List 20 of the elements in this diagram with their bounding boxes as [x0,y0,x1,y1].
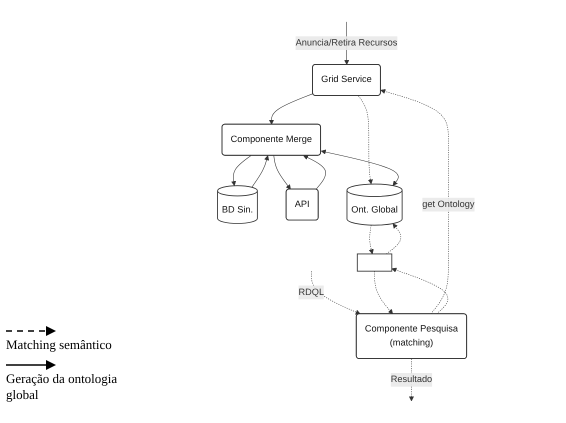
arrow [268,93,314,125]
arrow [320,150,399,186]
legend-text: Geração da ontologia global [6,371,118,402]
arrow [374,270,394,314]
arrow [252,155,270,188]
edge-label: Resultado [390,374,432,384]
arrow [380,89,449,314]
arrow [231,155,252,186]
arrow [303,155,326,190]
arrow [386,223,402,254]
arrow [274,155,291,190]
edge-label: Anuncia/Retira Recursos [296,38,398,48]
arrow [311,270,361,314]
edge-label: RDQL [298,287,324,298]
arrow [392,268,448,314]
edge-label: get Ontology [422,199,474,210]
arrow [368,224,374,254]
node-box [356,254,392,272]
arrow [358,95,373,184]
legend-text: Matching semântico [6,337,112,352]
